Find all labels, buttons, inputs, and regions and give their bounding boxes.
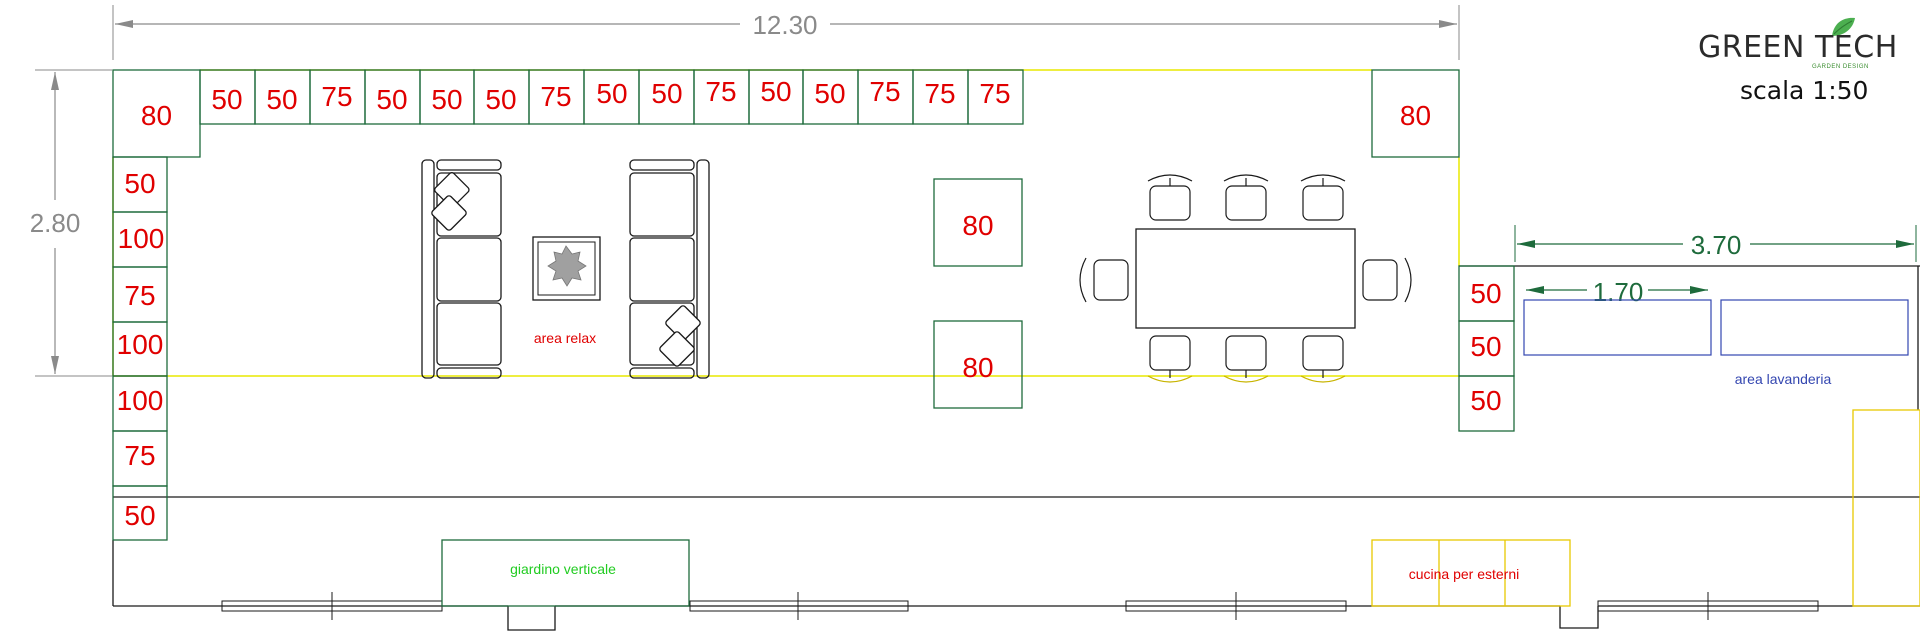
planter-label: 50 (814, 78, 845, 109)
dimension-depth-label: 2.80 (30, 208, 81, 238)
planter-top-row: 50 50 75 50 50 50 75 50 50 75 50 50 75 7… (199, 69, 1024, 125)
planter-label: 50 (1470, 331, 1501, 362)
planter-label: 50 (760, 76, 791, 107)
svg-text:80: 80 (141, 100, 172, 131)
outdoor-kitchen-label: cucina per esterni (1409, 566, 1520, 582)
planter-label: 75 (705, 76, 736, 107)
leaf-icon (1832, 17, 1855, 36)
planter-label: 50 (124, 168, 155, 199)
planter-label: 50 (211, 84, 242, 115)
planter-label: 50 (431, 84, 462, 115)
dining-table (1135, 228, 1356, 329)
planter-label: 75 (540, 81, 571, 112)
planter-label: 100 (117, 385, 164, 416)
planter-label: 50 (376, 84, 407, 115)
laundry-units (1523, 299, 1909, 356)
dimension-total-length-label: 12.30 (752, 10, 817, 40)
planter-corner-left: 80 (112, 69, 201, 158)
planter-label: 50 (1470, 278, 1501, 309)
planter-label: 75 (924, 78, 955, 109)
dining-chairs (1079, 174, 1412, 383)
planter-label: 80 (962, 352, 993, 383)
planter-label: 75 (124, 440, 155, 471)
laundry-side-cabinet (1852, 409, 1920, 607)
planter-center: 80 80 (933, 178, 1023, 409)
planter-label: 50 (485, 84, 516, 115)
coffee-table (532, 236, 601, 301)
plant-icon (547, 245, 587, 287)
dimension-laundry (1514, 225, 1917, 294)
planter-label: 80 (962, 210, 993, 241)
planter-corner-right: 80 (1371, 69, 1460, 158)
brand-logo: GREEN TECH GARDEN DESIGN (1690, 17, 1900, 114)
planter-label: 50 (1470, 385, 1501, 416)
planter-label: 50 (124, 500, 155, 531)
planter-right-column: 50 50 50 (1458, 265, 1515, 432)
planter-label: 50 (651, 78, 682, 109)
planter-label: 75 (869, 76, 900, 107)
dimension-depth (35, 69, 112, 377)
brand-name: GREEN TECH (1698, 30, 1898, 65)
dimension-laundry-width-label: 3.70 (1691, 230, 1742, 260)
brand-subtitle: GARDEN DESIGN (1812, 64, 1869, 70)
sofa-right (629, 159, 710, 379)
area-relax-label: area relax (534, 330, 596, 346)
dimension-total-length (112, 5, 1460, 60)
outdoor-kitchen (1371, 539, 1571, 607)
window-sills (221, 592, 1819, 620)
terrace-boundary (112, 69, 1460, 377)
sofa-left (421, 159, 502, 379)
dimension-laundry-unit-label: 1.70 (1593, 277, 1644, 307)
planter-label: 50 (266, 84, 297, 115)
scale-label: scala 1:50 (1740, 76, 1869, 105)
planter-label: 100 (117, 329, 164, 360)
planter-left-column: 50 100 75 100 100 75 50 (112, 156, 168, 541)
planter-label: 100 (118, 223, 165, 254)
planter-label: 50 (596, 78, 627, 109)
vertical-garden-label: giardino verticale (510, 561, 616, 577)
svg-text:80: 80 (1400, 100, 1431, 131)
area-laundry-label: area lavanderia (1735, 371, 1832, 387)
planter-label: 75 (124, 280, 155, 311)
vertical-garden (441, 539, 690, 607)
planter-label: 75 (321, 81, 352, 112)
planter-label: 75 (979, 78, 1010, 109)
